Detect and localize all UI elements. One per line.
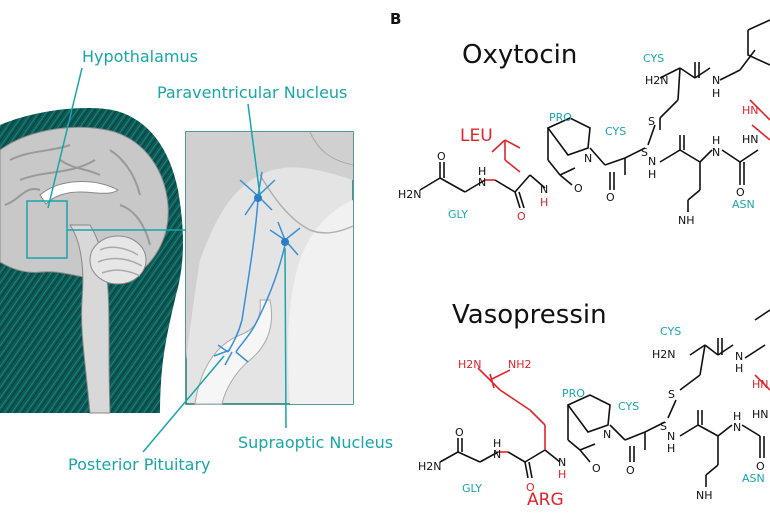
vaso-atom-h-cys: H xyxy=(667,442,675,455)
oxy-res-asn: ASN xyxy=(732,198,755,211)
oxy-atom-o-asn: O xyxy=(736,186,745,199)
oxy-atom-h2n-top: H2N xyxy=(645,74,669,87)
vaso-atom-hn-red: HN xyxy=(752,378,769,391)
vaso-atom-n-gly: N xyxy=(493,448,501,461)
oxy-atom-h-asn: H xyxy=(712,134,720,147)
neurons xyxy=(213,171,301,366)
oxy-atom-h2n-left: H2N xyxy=(398,188,422,201)
vaso-atom-o-asn: O xyxy=(756,460,765,473)
vaso-atom-nh2-arg: NH2 xyxy=(508,358,532,371)
oxy-atom-hn-red: HN xyxy=(742,104,759,117)
oxy-atom-h-top: H xyxy=(712,87,720,100)
oxy-atom-o-gly: O xyxy=(437,150,446,163)
label-paraventricular-nucleus: Paraventricular Nucleus xyxy=(157,83,348,102)
vaso-atom-hn-right: HN xyxy=(752,408,769,421)
oxy-atom-o-leu: O xyxy=(517,210,526,223)
vaso-atom-n-pro: N xyxy=(603,428,611,441)
oxy-res-gly: GLY xyxy=(448,208,468,221)
vaso-res-asn: ASN xyxy=(742,472,765,485)
oxy-atom-nh-asn: NH xyxy=(678,214,695,227)
label-hypothalamus: Hypothalamus xyxy=(82,47,198,66)
vaso-atom-s2: S xyxy=(660,420,667,433)
vaso-atom-n-top: N xyxy=(735,350,743,363)
vaso-atom-h2n-left: H2N xyxy=(418,460,442,473)
supraoptic-neuron xyxy=(281,238,289,246)
vaso-atom-h2n-arg: H2N xyxy=(458,358,482,371)
oxytocin-title: Oxytocin xyxy=(462,40,578,70)
oxy-atom-n-gly: N xyxy=(478,176,486,189)
oxy-atom-n-pro: N xyxy=(584,152,592,165)
brain-gyri xyxy=(4,144,151,246)
vaso-res-arg: ARG xyxy=(527,490,564,510)
label-supraoptic-nucleus: Supraoptic Nucleus xyxy=(238,433,394,452)
oxy-atom-n-leu: N xyxy=(540,183,548,196)
oxy-atom-o-pro: O xyxy=(574,182,583,195)
vaso-atom-h2n-top: H2N xyxy=(652,348,676,361)
panel-letter-b: B xyxy=(390,10,402,28)
oxy-res-leu: LEU xyxy=(460,126,493,146)
vaso-atom-h-top: H xyxy=(735,362,743,375)
vaso-res-pro: PRO xyxy=(562,387,585,400)
vaso-res-cys-mid: CYS xyxy=(618,400,639,413)
vaso-atom-h-arg: H xyxy=(558,468,566,481)
oxy-atom-n-top: N xyxy=(712,74,720,87)
vaso-atom-o-arg: O xyxy=(526,481,535,494)
vaso-atom-n-cys: N xyxy=(667,430,675,443)
oxy-atom-hn-right: HN xyxy=(742,133,759,146)
oxy-atom-n-asn: N xyxy=(712,146,720,159)
vaso-atom-n-arg: N xyxy=(558,456,566,469)
zoom-panel xyxy=(185,131,354,405)
vaso-atom-o-pro: O xyxy=(592,462,601,475)
corpus-callosum xyxy=(39,181,119,205)
vaso-atom-h-asn: H xyxy=(733,410,741,423)
oxy-atom-s1: S xyxy=(648,115,655,128)
oxy-atom-o-cys: O xyxy=(606,191,615,204)
vaso-atom-h-gly: H xyxy=(493,437,501,450)
oxy-atom-h-cys: H xyxy=(648,168,656,181)
label-posterior-pituitary: Posterior Pituitary xyxy=(68,455,211,474)
vaso-atom-o-gly: O xyxy=(455,426,464,439)
oxy-atom-h-gly: H xyxy=(478,165,486,178)
vaso-atom-nh-asn: NH xyxy=(696,489,713,502)
vaso-res-cys-top: CYS xyxy=(660,325,681,338)
vasopressin-title: Vasopressin xyxy=(452,300,607,330)
oxy-res-pro: PRO xyxy=(549,111,572,124)
oxy-atom-h-leu: H xyxy=(540,196,548,209)
oxy-atom-s2: S xyxy=(641,146,648,159)
vaso-res-gly: GLY xyxy=(462,482,482,495)
vaso-atom-s1: S xyxy=(668,388,675,401)
cerebellum xyxy=(89,235,147,285)
oxy-res-cys-mid: CYS xyxy=(605,125,626,138)
vaso-atom-n-asn: N xyxy=(733,421,741,434)
oxy-atom-n-cys: N xyxy=(648,155,656,168)
vasopressin-structure xyxy=(439,309,770,487)
oxy-res-cys-top: CYS xyxy=(643,52,664,65)
oxytocin-structure xyxy=(419,19,770,212)
vaso-atom-o-cys: O xyxy=(626,464,635,477)
